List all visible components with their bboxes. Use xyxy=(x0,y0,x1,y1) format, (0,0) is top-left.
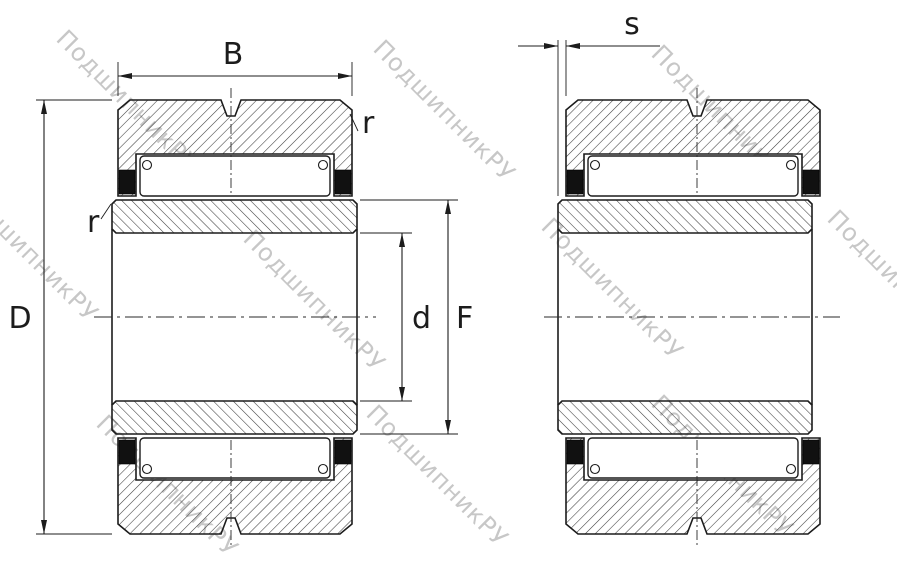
seal-top-right xyxy=(334,169,352,195)
dim-label-s: s xyxy=(624,7,640,42)
watermark-text: ПодшипникРУ xyxy=(361,399,514,552)
seal-bottom-left xyxy=(566,439,584,465)
inner-ring-top-section xyxy=(111,199,358,234)
seal-top-left xyxy=(118,169,136,195)
inner-ring-bottom-section xyxy=(557,400,813,435)
dimension-B: B xyxy=(117,37,353,96)
seal-top-right xyxy=(802,169,820,195)
dimension-d: d xyxy=(360,232,431,402)
dimension-F: F xyxy=(360,199,473,435)
cage-pin-icon xyxy=(317,463,329,475)
needle-roller-top xyxy=(139,155,331,197)
cage-pin-icon xyxy=(785,463,797,475)
inner-ring-top-section xyxy=(557,199,813,234)
watermark-text: ПодшипникРУ xyxy=(368,34,521,187)
cage-pin-icon xyxy=(589,159,601,171)
watermark-text: ПодшипникРУ xyxy=(822,204,897,357)
cage-pin-icon xyxy=(785,159,797,171)
cage-pin-icon xyxy=(141,463,153,475)
dim-label-B: B xyxy=(223,37,244,72)
leader-line xyxy=(349,113,359,132)
cage-pin-icon xyxy=(141,159,153,171)
dimension-D: D xyxy=(8,99,112,535)
dim-label-r-inner: r xyxy=(87,205,100,240)
radius-labels: r r xyxy=(87,106,375,240)
dim-label-D: D xyxy=(8,301,31,336)
dim-label-r-outer: r xyxy=(362,106,375,141)
seal-bottom-right xyxy=(334,439,352,465)
outer-ring-top-section xyxy=(565,99,821,197)
needle-roller-bottom xyxy=(139,437,331,479)
watermark-text: ПодшипникРУ xyxy=(238,224,391,377)
inner-ring-bottom-section xyxy=(111,400,358,435)
cage-pin-icon xyxy=(317,159,329,171)
outer-ring-bottom-section xyxy=(565,437,821,535)
needle-roller-top xyxy=(587,155,799,197)
seal-top-left xyxy=(566,169,584,195)
needle-roller-bottom xyxy=(587,437,799,479)
left-view xyxy=(94,88,376,546)
outer-ring-bottom-section xyxy=(117,437,353,535)
outer-ring-top-section xyxy=(117,99,353,197)
cage-pin-icon xyxy=(589,463,601,475)
dim-label-d: d xyxy=(412,301,431,336)
leader-line xyxy=(100,203,112,220)
seal-bottom-right xyxy=(802,439,820,465)
dim-label-F: F xyxy=(456,301,473,336)
seal-bottom-left xyxy=(118,439,136,465)
right-view xyxy=(544,88,840,546)
dimension-s: s xyxy=(518,7,660,196)
